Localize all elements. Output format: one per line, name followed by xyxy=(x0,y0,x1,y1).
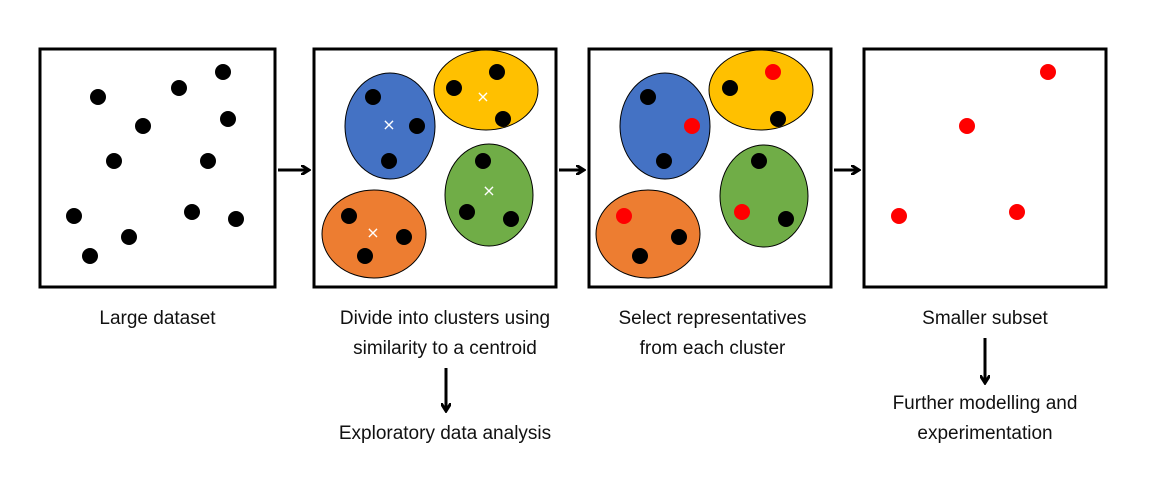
data-point xyxy=(632,248,648,264)
data-point xyxy=(671,229,687,245)
data-point xyxy=(215,64,231,80)
data-point xyxy=(90,89,106,105)
representative-point xyxy=(891,208,907,224)
data-point xyxy=(459,204,475,220)
caption-line: Smaller subset xyxy=(922,308,1048,329)
data-point xyxy=(220,111,236,127)
data-point xyxy=(489,64,505,80)
caption-large-dataset: Large dataset xyxy=(40,304,275,334)
data-point xyxy=(640,89,656,105)
caption-line: Divide into clusters using xyxy=(339,308,551,329)
caption-line: Exploratory data analysis xyxy=(338,423,552,444)
data-point xyxy=(228,211,244,227)
data-point xyxy=(381,153,397,169)
representative-point xyxy=(1009,204,1025,220)
caption-line: Select representatives xyxy=(618,308,807,329)
data-point xyxy=(409,118,425,134)
representative-point xyxy=(684,118,700,134)
data-point xyxy=(770,111,786,127)
data-point xyxy=(200,153,216,169)
data-point xyxy=(82,248,98,264)
representative-point xyxy=(765,64,781,80)
representative-point xyxy=(616,208,632,224)
caption-exploratory: Exploratory data analysis xyxy=(300,419,590,449)
centroid-marker: × xyxy=(476,87,489,106)
cluster xyxy=(708,49,814,131)
data-point xyxy=(722,80,738,96)
centroid-marker: × xyxy=(482,181,495,200)
caption-representatives: Select representatives from each cluster xyxy=(580,304,845,364)
data-point xyxy=(341,208,357,224)
data-point xyxy=(475,153,491,169)
data-point xyxy=(184,204,200,220)
data-point xyxy=(751,153,767,169)
representative-point xyxy=(959,118,975,134)
data-point xyxy=(446,80,462,96)
panel-frame-subset xyxy=(862,47,1108,289)
caption-line: experimentation xyxy=(917,423,1053,444)
data-point xyxy=(357,248,373,264)
caption-line: similarity to a centroid xyxy=(353,338,537,359)
data-point xyxy=(106,153,122,169)
caption-line: Further modelling and xyxy=(892,393,1078,414)
data-point xyxy=(656,153,672,169)
data-point xyxy=(503,211,519,227)
cluster xyxy=(433,49,539,131)
data-point xyxy=(135,118,151,134)
data-point xyxy=(171,80,187,96)
caption-subset: Smaller subset xyxy=(865,304,1105,334)
data-point xyxy=(365,89,381,105)
representative-point xyxy=(1040,64,1056,80)
data-point xyxy=(66,208,82,224)
data-point xyxy=(121,229,137,245)
caption-further-modelling: Further modelling and experimentation xyxy=(855,389,1115,449)
representative-point xyxy=(734,204,750,220)
centroid-marker: × xyxy=(366,223,379,242)
caption-clustering: Divide into clusters using similarity to… xyxy=(300,304,590,364)
data-point xyxy=(778,211,794,227)
caption-line: Large dataset xyxy=(99,308,216,329)
caption-line: from each cluster xyxy=(639,338,786,359)
data-point xyxy=(495,111,511,127)
centroid-marker: × xyxy=(382,115,395,134)
panel-frame-large-dataset xyxy=(38,47,277,289)
data-point xyxy=(396,229,412,245)
